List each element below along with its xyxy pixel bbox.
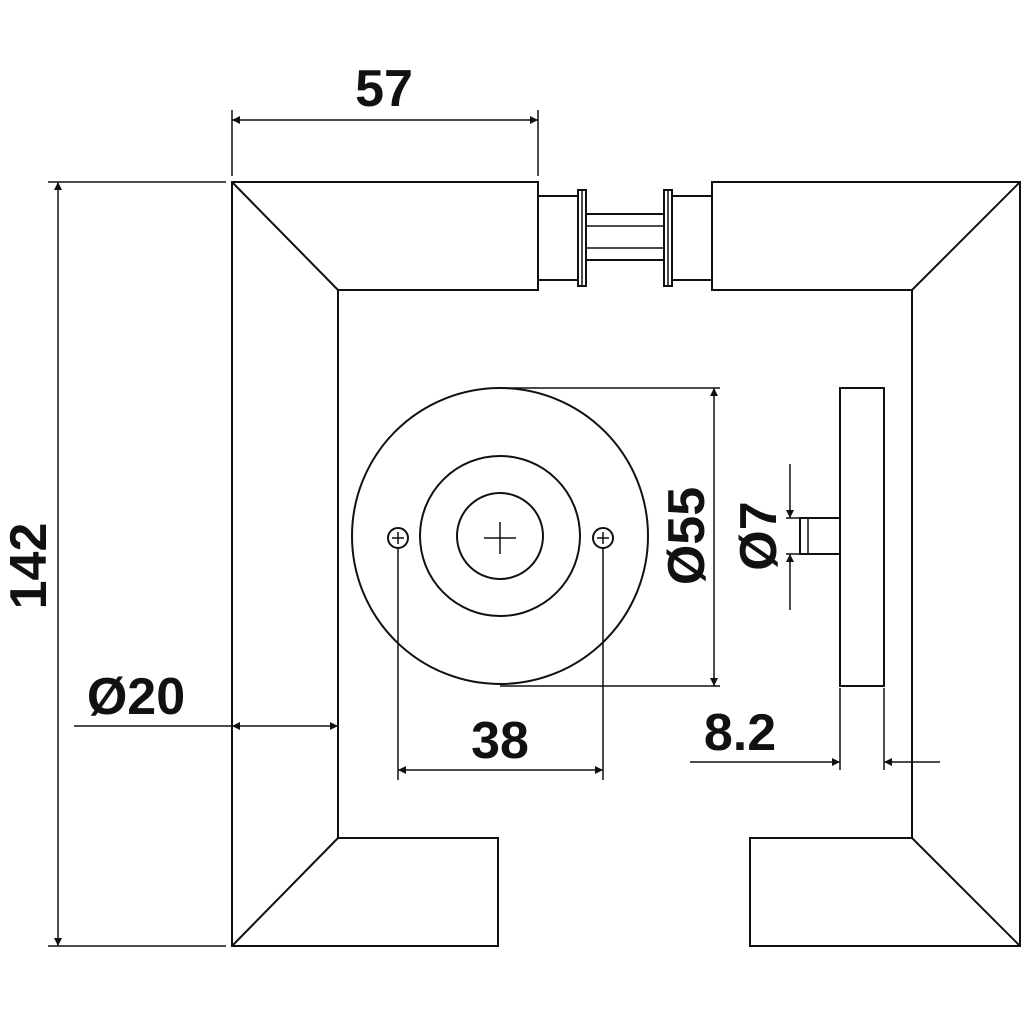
dim-plate-thickness: 8.2 — [690, 688, 940, 770]
dim-rose-diameter-label: Ø55 — [658, 487, 716, 585]
dim-spindle-diameter-label: Ø7 — [730, 501, 788, 570]
dim-handle-length-label: 57 — [355, 60, 413, 118]
dim-rose-diameter: Ø55 — [500, 387, 720, 687]
dim-screw-spacing-label: 38 — [471, 712, 529, 770]
dim-plate-thickness-label: 8.2 — [704, 704, 776, 762]
dim-bar-diameter: Ø20 — [74, 668, 338, 730]
dim-handle-length: 57 — [231, 60, 539, 176]
dim-bar-diameter-label: Ø20 — [87, 668, 185, 726]
left-handle-outline — [231, 181, 539, 947]
left-screw-hole — [387, 527, 409, 549]
right-handle-outline — [711, 181, 1021, 947]
right-screw-hole — [592, 527, 614, 549]
dim-screw-spacing: 38 — [397, 548, 604, 780]
side-view-plate — [799, 387, 885, 687]
dim-spindle-diameter: Ø7 — [730, 464, 800, 610]
rose-escutcheon — [351, 387, 649, 685]
dim-total-height-label: 142 — [0, 523, 58, 610]
spindle-connector — [537, 189, 713, 287]
dim-total-height: 142 — [0, 181, 226, 947]
